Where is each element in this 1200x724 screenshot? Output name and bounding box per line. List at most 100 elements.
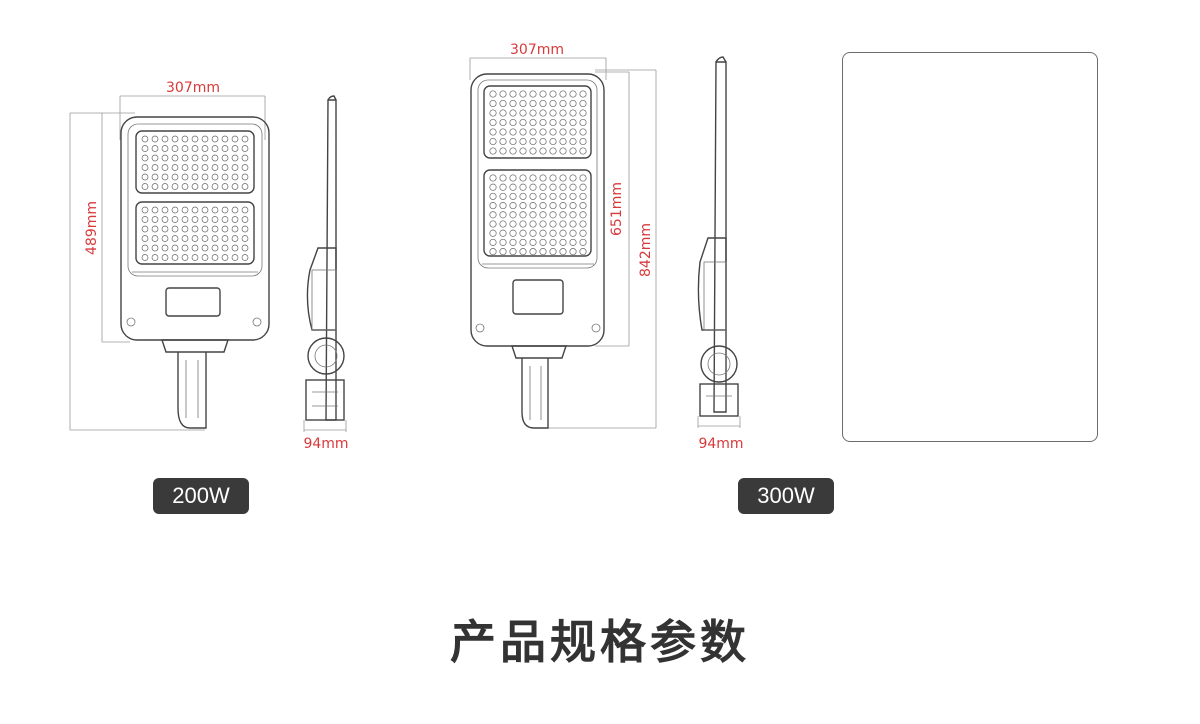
- led-dot: [519, 147, 527, 155]
- led-dot: [201, 225, 209, 233]
- lamp-300w-side-view: [697, 56, 741, 428]
- led-dot: [191, 183, 199, 190]
- led-dot: [579, 174, 587, 182]
- led-dot: [221, 164, 229, 171]
- led-dot: [171, 254, 179, 261]
- led-dot: [499, 229, 507, 237]
- led-dot: [579, 229, 587, 237]
- led-dot: [151, 206, 159, 214]
- led-dot: [569, 202, 577, 210]
- led-dot: [141, 235, 149, 242]
- led-dot: [191, 206, 199, 214]
- led-dot: [201, 154, 209, 162]
- led-dot: [201, 244, 209, 252]
- led-dot: [499, 90, 507, 98]
- led-dot: [539, 211, 547, 219]
- led-dot: [499, 211, 507, 219]
- led-dot: [181, 235, 189, 242]
- led-dot: [141, 135, 149, 143]
- led-dot: [141, 216, 149, 223]
- led-dot: [161, 235, 169, 242]
- led-dot: [241, 164, 249, 171]
- led-dot: [151, 244, 159, 252]
- led-dot: [579, 99, 587, 108]
- led-dot: [559, 202, 567, 210]
- led-dot: [151, 183, 159, 190]
- led-dot: [529, 128, 537, 136]
- led-dot: [509, 238, 517, 246]
- led-dot: [499, 183, 507, 191]
- led-dot: [171, 145, 179, 152]
- led-dot: [191, 173, 199, 181]
- led-dot: [151, 135, 159, 143]
- dim-300w-module-height: 651mm: [609, 182, 625, 236]
- led-dot: [171, 154, 179, 162]
- led-dot: [579, 90, 587, 98]
- led-dot: [539, 174, 547, 182]
- led-dot: [539, 99, 547, 108]
- led-dot: [151, 173, 159, 181]
- led-dot: [549, 183, 557, 191]
- led-dot: [579, 238, 587, 246]
- led-dot: [151, 225, 159, 233]
- led-dot: [231, 173, 239, 181]
- led-dot: [519, 99, 527, 108]
- led-dot: [221, 254, 229, 261]
- led-dot: [211, 173, 219, 181]
- led-dot: [509, 90, 517, 98]
- led-dot: [151, 216, 159, 223]
- lamp-200w-led-array-top: [141, 135, 249, 190]
- led-dot: [499, 137, 507, 146]
- led-dot: [519, 90, 527, 98]
- section-title: 产品规格参数: [450, 615, 750, 669]
- led-dot: [151, 235, 159, 242]
- led-dot: [509, 147, 517, 155]
- led-dot: [241, 216, 249, 223]
- led-dot: [509, 211, 517, 219]
- led-dot: [519, 202, 527, 210]
- led-dot: [509, 174, 517, 182]
- led-dot: [579, 211, 587, 219]
- led-dot: [579, 137, 587, 146]
- led-dot: [579, 248, 587, 256]
- led-dot: [519, 248, 527, 256]
- led-dot: [559, 99, 567, 108]
- led-dot: [161, 154, 169, 162]
- led-dot: [569, 128, 577, 136]
- led-dot: [171, 225, 179, 233]
- led-dot: [559, 174, 567, 182]
- led-dot: [499, 118, 507, 127]
- led-dot: [201, 206, 209, 214]
- led-dot: [529, 211, 537, 219]
- led-dot: [519, 229, 527, 237]
- led-dot: [191, 154, 199, 162]
- led-dot: [231, 164, 239, 171]
- led-dot: [231, 225, 239, 233]
- led-dot: [201, 145, 209, 152]
- led-dot: [489, 192, 497, 200]
- led-dot: [529, 90, 537, 98]
- led-dot: [141, 254, 149, 261]
- led-dot: [509, 118, 517, 127]
- led-dot: [519, 118, 527, 127]
- led-dot: [181, 206, 189, 214]
- led-dot: [489, 109, 497, 117]
- dim-300w-height: 842mm: [638, 223, 654, 277]
- led-dot: [489, 220, 497, 228]
- led-dot: [499, 192, 507, 200]
- led-dot: [569, 248, 577, 256]
- led-dot: [529, 118, 537, 127]
- led-dot: [539, 137, 547, 146]
- led-dot: [489, 211, 497, 219]
- led-dot: [579, 118, 587, 127]
- led-dot: [559, 229, 567, 237]
- led-dot: [559, 137, 567, 146]
- led-dot: [499, 147, 507, 155]
- led-dot: [171, 235, 179, 242]
- led-dot: [201, 235, 209, 242]
- led-dot: [181, 216, 189, 223]
- led-dot: [569, 229, 577, 237]
- led-dot: [181, 225, 189, 233]
- led-dot: [509, 137, 517, 146]
- led-dot: [509, 128, 517, 136]
